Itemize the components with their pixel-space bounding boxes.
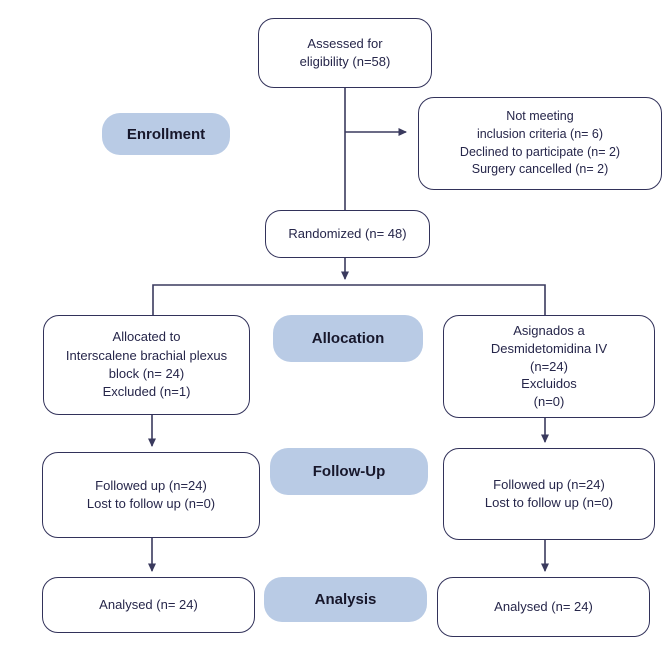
left-allocation-line-3: block (n= 24) [108,366,185,381]
right-followup-line-1: Followed up (n=24) [493,476,605,492]
excluded-reasons-box: Not meeting inclusion criteria (n= 6) De… [418,97,662,190]
stage-analysis-label: Analysis [314,591,377,608]
stage-analysis: Analysis [264,577,427,622]
stage-follow-up-label: Follow-Up [312,463,386,480]
assessed-line-1: Assessed for [307,35,383,51]
left-allocation-line-2: Interscalene brachial plexus [65,347,228,363]
left-followup-line-1: Followed up (n=24) [95,477,207,493]
connector-split-bar [152,284,546,315]
stage-allocation-label: Allocation [311,330,385,347]
right-allocation-box: Asignados a Desmidetomidina IV (n=24) Ex… [443,315,655,418]
stage-allocation: Allocation [273,315,423,362]
right-allocation-line-2: Desmidetomidina IV [490,340,608,356]
left-analysis-box: Analysed (n= 24) [42,577,255,633]
excluded-line-2: inclusion criteria (n= 6) [476,126,604,141]
left-allocation-line-4: Excluded (n=1) [102,384,191,400]
excluded-line-4: Surgery cancelled (n= 2) [471,162,609,177]
right-allocation-line-1: Asignados a [513,322,585,338]
excluded-line-1: Not meeting [506,109,574,123]
right-analysis-box: Analysed (n= 24) [437,577,650,637]
right-allocation-line-5: (n=0) [533,394,565,410]
stage-follow-up: Follow-Up [270,448,428,495]
assessed-line-2: eligibility (n=58) [299,54,391,69]
right-analysis-line-1: Analysed (n= 24) [494,598,593,614]
stage-enrollment-label: Enrollment [126,125,206,143]
excluded-line-3: Declined to participate (n= 2) [459,144,621,159]
left-analysis-line-1: Analysed (n= 24) [99,596,198,612]
assessed-eligibility-box: Assessed for eligibility (n=58) [258,18,432,88]
right-allocation-line-4: Excluidos [521,376,577,392]
right-followup-line-2: Lost to follow up (n=0) [484,495,614,510]
right-allocation-line-3: (n=24) [530,358,568,374]
left-followup-line-2: Lost to follow up (n=0) [86,496,216,511]
left-allocation-box: Allocated to Interscalene brachial plexu… [43,315,250,415]
right-followup-box: Followed up (n=24) Lost to follow up (n=… [443,448,655,540]
randomized-line-1: Randomized (n= 48) [288,225,407,241]
left-followup-box: Followed up (n=24) Lost to follow up (n=… [42,452,260,538]
stage-enrollment: Enrollment [102,113,230,155]
randomized-box: Randomized (n= 48) [265,210,430,258]
left-allocation-line-1: Allocated to [112,329,181,345]
